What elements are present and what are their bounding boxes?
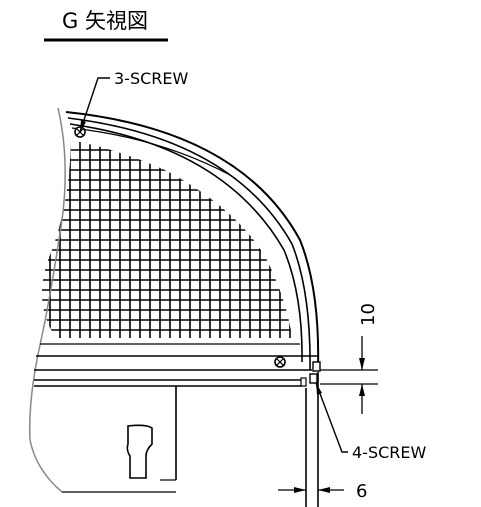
hook-clip (126, 424, 153, 479)
dim6-label: 6 (356, 481, 367, 502)
frame-middle-arc (67, 117, 311, 371)
dim6-arrow-left (294, 487, 306, 493)
body-outline-left (28, 107, 66, 493)
label-3-screw: 3-SCREW (114, 69, 189, 88)
dim6-arrow-right (318, 487, 330, 493)
frame-inner-top (71, 127, 231, 176)
leader-3-screw-arrow (80, 120, 86, 132)
mesh-grid (41, 140, 293, 338)
screw-middle (274, 356, 286, 368)
frame-outer-arc (65, 111, 320, 371)
leader-4-screw-arrow (316, 383, 322, 395)
leader-4-screw (315, 382, 348, 453)
label-4-screw: 4-SCREW (352, 443, 427, 462)
dim10-label: 10 (358, 303, 379, 326)
dim10-arrow-bottom (359, 384, 365, 396)
screw-small-right (300, 361, 321, 387)
drawing-title: G 矢視図 (62, 9, 148, 33)
dim10-arrow-top (359, 358, 365, 370)
leader-3-screw (79, 77, 110, 133)
